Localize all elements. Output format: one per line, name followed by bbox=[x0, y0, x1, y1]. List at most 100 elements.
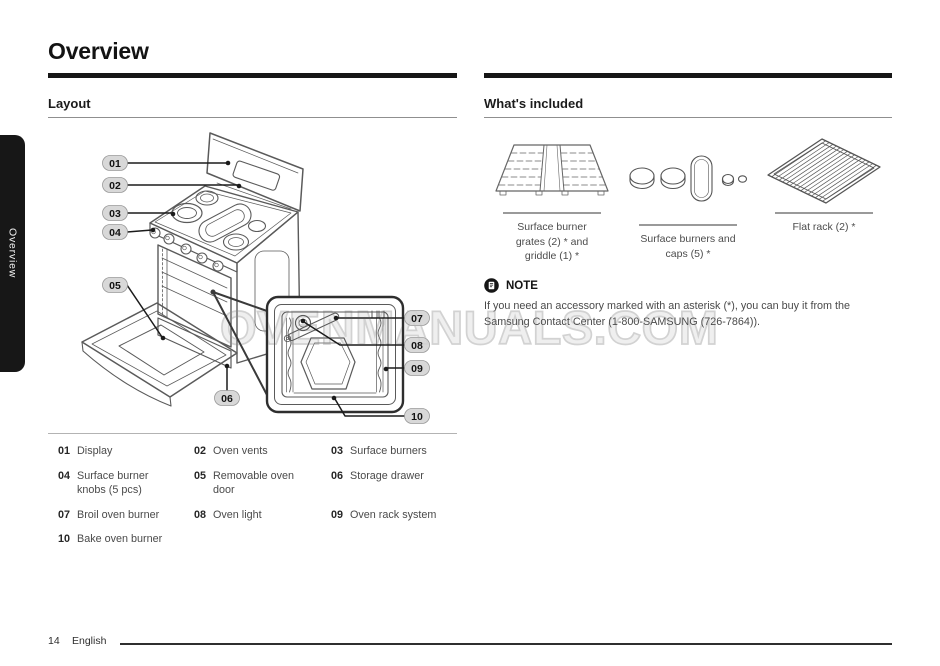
legend-label: Display bbox=[77, 445, 113, 457]
callout-pill-10: 10 bbox=[404, 408, 430, 424]
legend-item: 08 Oven light bbox=[184, 508, 321, 523]
zoom-wedge bbox=[210, 289, 268, 396]
caption-separator bbox=[775, 212, 873, 214]
svg-text:01: 01 bbox=[109, 158, 121, 170]
note-label: NOTE bbox=[506, 279, 538, 292]
oven-backguard bbox=[206, 132, 304, 212]
oven-layout-diagram: 01 02 03 04 05 bbox=[81, 132, 430, 424]
oven-cooktop bbox=[149, 185, 299, 273]
surface-burner-left bbox=[171, 202, 203, 224]
included-caption: Surface burners and caps (5) * bbox=[640, 233, 736, 260]
storage-drawer bbox=[157, 317, 232, 369]
footer-language: English bbox=[72, 635, 107, 647]
caption-separator bbox=[503, 212, 601, 214]
svg-text:05: 05 bbox=[109, 280, 121, 292]
footer-page-number: 14 bbox=[48, 635, 60, 647]
caption-separator bbox=[639, 224, 737, 226]
layout-legend: 01 Display 02 Oven vents 03 Surface burn… bbox=[48, 433, 457, 547]
sidebar-chapter-label: Overview bbox=[6, 228, 19, 279]
title-bar-right bbox=[484, 73, 892, 78]
svg-text:03: 03 bbox=[109, 208, 121, 220]
legend-item: 02 Oven vents bbox=[184, 444, 321, 459]
included-caption: Flat rack (2) * bbox=[792, 221, 856, 233]
callout-pill-02: 02 bbox=[102, 177, 128, 193]
included-item-rack: Flat rack (2) * bbox=[756, 131, 892, 264]
note-icon bbox=[484, 278, 499, 293]
section-rule-layout bbox=[48, 117, 457, 118]
legend-item: 03 Surface burners bbox=[321, 444, 457, 459]
callout-pill-08: 08 bbox=[404, 337, 430, 353]
legend-label: Oven vents bbox=[213, 445, 268, 457]
legend-label: Bake oven burner bbox=[77, 533, 163, 546]
included-items: Surface burner grates (2) * and griddle … bbox=[484, 131, 892, 264]
note-text: If you need an accessory marked with an … bbox=[484, 300, 851, 329]
legend-num: 03 bbox=[331, 445, 344, 457]
legend-label: Oven light bbox=[213, 508, 262, 521]
callout-pills: 01 02 03 04 05 bbox=[102, 155, 430, 424]
legend-item: 06 Storage drawer bbox=[321, 469, 457, 498]
svg-text:07: 07 bbox=[411, 313, 423, 325]
page-title: Overview bbox=[48, 38, 149, 64]
flat-rack-icon bbox=[764, 131, 884, 205]
callout-pill-04: 04 bbox=[102, 224, 128, 240]
surface-burner-back bbox=[195, 190, 219, 206]
included-item-caps: Surface burners and caps (5) * bbox=[620, 131, 756, 264]
callout-pill-09: 09 bbox=[404, 360, 430, 376]
legend-num: 01 bbox=[58, 445, 71, 457]
legend-item: 09 Oven rack system bbox=[321, 508, 457, 523]
callout-pill-07: 07 bbox=[404, 310, 430, 326]
legend-item: 10 Bake oven burner bbox=[48, 532, 184, 547]
legend-item: 01 Display bbox=[48, 444, 184, 459]
legend-item: 04 Surface burner knobs (5 pcs) bbox=[48, 469, 184, 498]
legend-num: 05 bbox=[194, 469, 207, 482]
griddle-burner bbox=[198, 203, 252, 243]
bake-burner-spreader bbox=[300, 337, 356, 390]
legend-label: Oven rack system bbox=[350, 508, 437, 521]
rack-guide-left bbox=[286, 317, 294, 393]
callout-pill-03: 03 bbox=[102, 205, 128, 221]
oven-light bbox=[294, 314, 312, 332]
surface-burner-grates-icon bbox=[492, 131, 612, 205]
section-title-included: What's included bbox=[484, 96, 584, 111]
oven-vents bbox=[216, 182, 292, 210]
legend-item: 05 Removable oven door bbox=[184, 469, 321, 498]
legend-num: 10 bbox=[58, 533, 71, 546]
legend-num: 07 bbox=[58, 508, 71, 521]
legend-num: 06 bbox=[331, 469, 344, 482]
callout-pill-01: 01 bbox=[102, 155, 128, 171]
legend-label: Storage drawer bbox=[350, 469, 424, 482]
included-caption: Surface burner grates (2) * and griddle … bbox=[515, 221, 589, 263]
section-title-layout: Layout bbox=[48, 96, 91, 111]
surface-burners-caps-icon bbox=[628, 131, 748, 217]
surface-burner-right-back bbox=[247, 219, 267, 233]
callout-leaders bbox=[126, 162, 406, 417]
legend-num: 02 bbox=[194, 445, 207, 457]
svg-text:10: 10 bbox=[411, 411, 423, 423]
footer-rule bbox=[120, 643, 892, 645]
svg-text:06: 06 bbox=[221, 393, 233, 405]
svg-text:02: 02 bbox=[109, 180, 121, 192]
legend-label: Removable oven door bbox=[213, 469, 295, 497]
callout-pill-05: 05 bbox=[102, 277, 128, 293]
callout-dots bbox=[150, 160, 389, 401]
surface-burner-knobs bbox=[149, 227, 224, 272]
note-header: NOTE bbox=[484, 278, 538, 293]
legend-num: 09 bbox=[331, 508, 344, 521]
door-window bbox=[118, 324, 205, 376]
surface-burner-right-front bbox=[222, 233, 250, 251]
legend-label: Broil oven burner bbox=[77, 508, 160, 521]
svg-text:04: 04 bbox=[109, 227, 121, 239]
rack-guide-right bbox=[376, 317, 384, 393]
oven-door-open bbox=[81, 302, 238, 407]
sidebar-chapter-tab: Overview bbox=[0, 135, 25, 372]
legend-item: 07 Broil oven burner bbox=[48, 508, 184, 523]
svg-text:09: 09 bbox=[411, 363, 423, 375]
oven-display bbox=[232, 160, 281, 191]
oven-cavity-opening bbox=[157, 244, 232, 348]
oven-cavity-inset bbox=[265, 295, 405, 414]
legend-label: Surface burners bbox=[350, 445, 427, 457]
legend-num: 08 bbox=[194, 508, 207, 521]
callout-pill-06: 06 bbox=[214, 390, 240, 406]
svg-text:08: 08 bbox=[411, 340, 423, 352]
